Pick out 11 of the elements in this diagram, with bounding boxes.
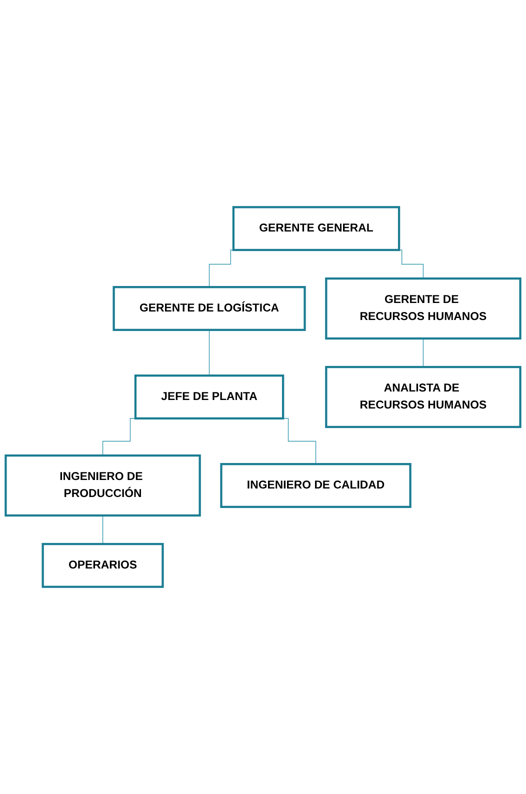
node-box: INGENIERO DE CALIDAD [220,463,412,508]
connector [422,338,424,368]
node-box: GERENTE GENERAL [232,206,400,252]
node-box: GERENTE DE RECURSOS HUMANOS [325,277,522,340]
node-box: GERENTE DE LOGÍSTICA [112,286,306,331]
connector [102,515,104,544]
node-box: OPERARIOS [42,542,164,588]
node-box: ANALISTA DE RECURSOS HUMANOS [325,366,522,428]
node-box: INGENIERO DE PRODUCCIÓN [4,454,201,517]
node-box: JEFE DE PLANTA [134,374,284,420]
connector [208,330,210,376]
